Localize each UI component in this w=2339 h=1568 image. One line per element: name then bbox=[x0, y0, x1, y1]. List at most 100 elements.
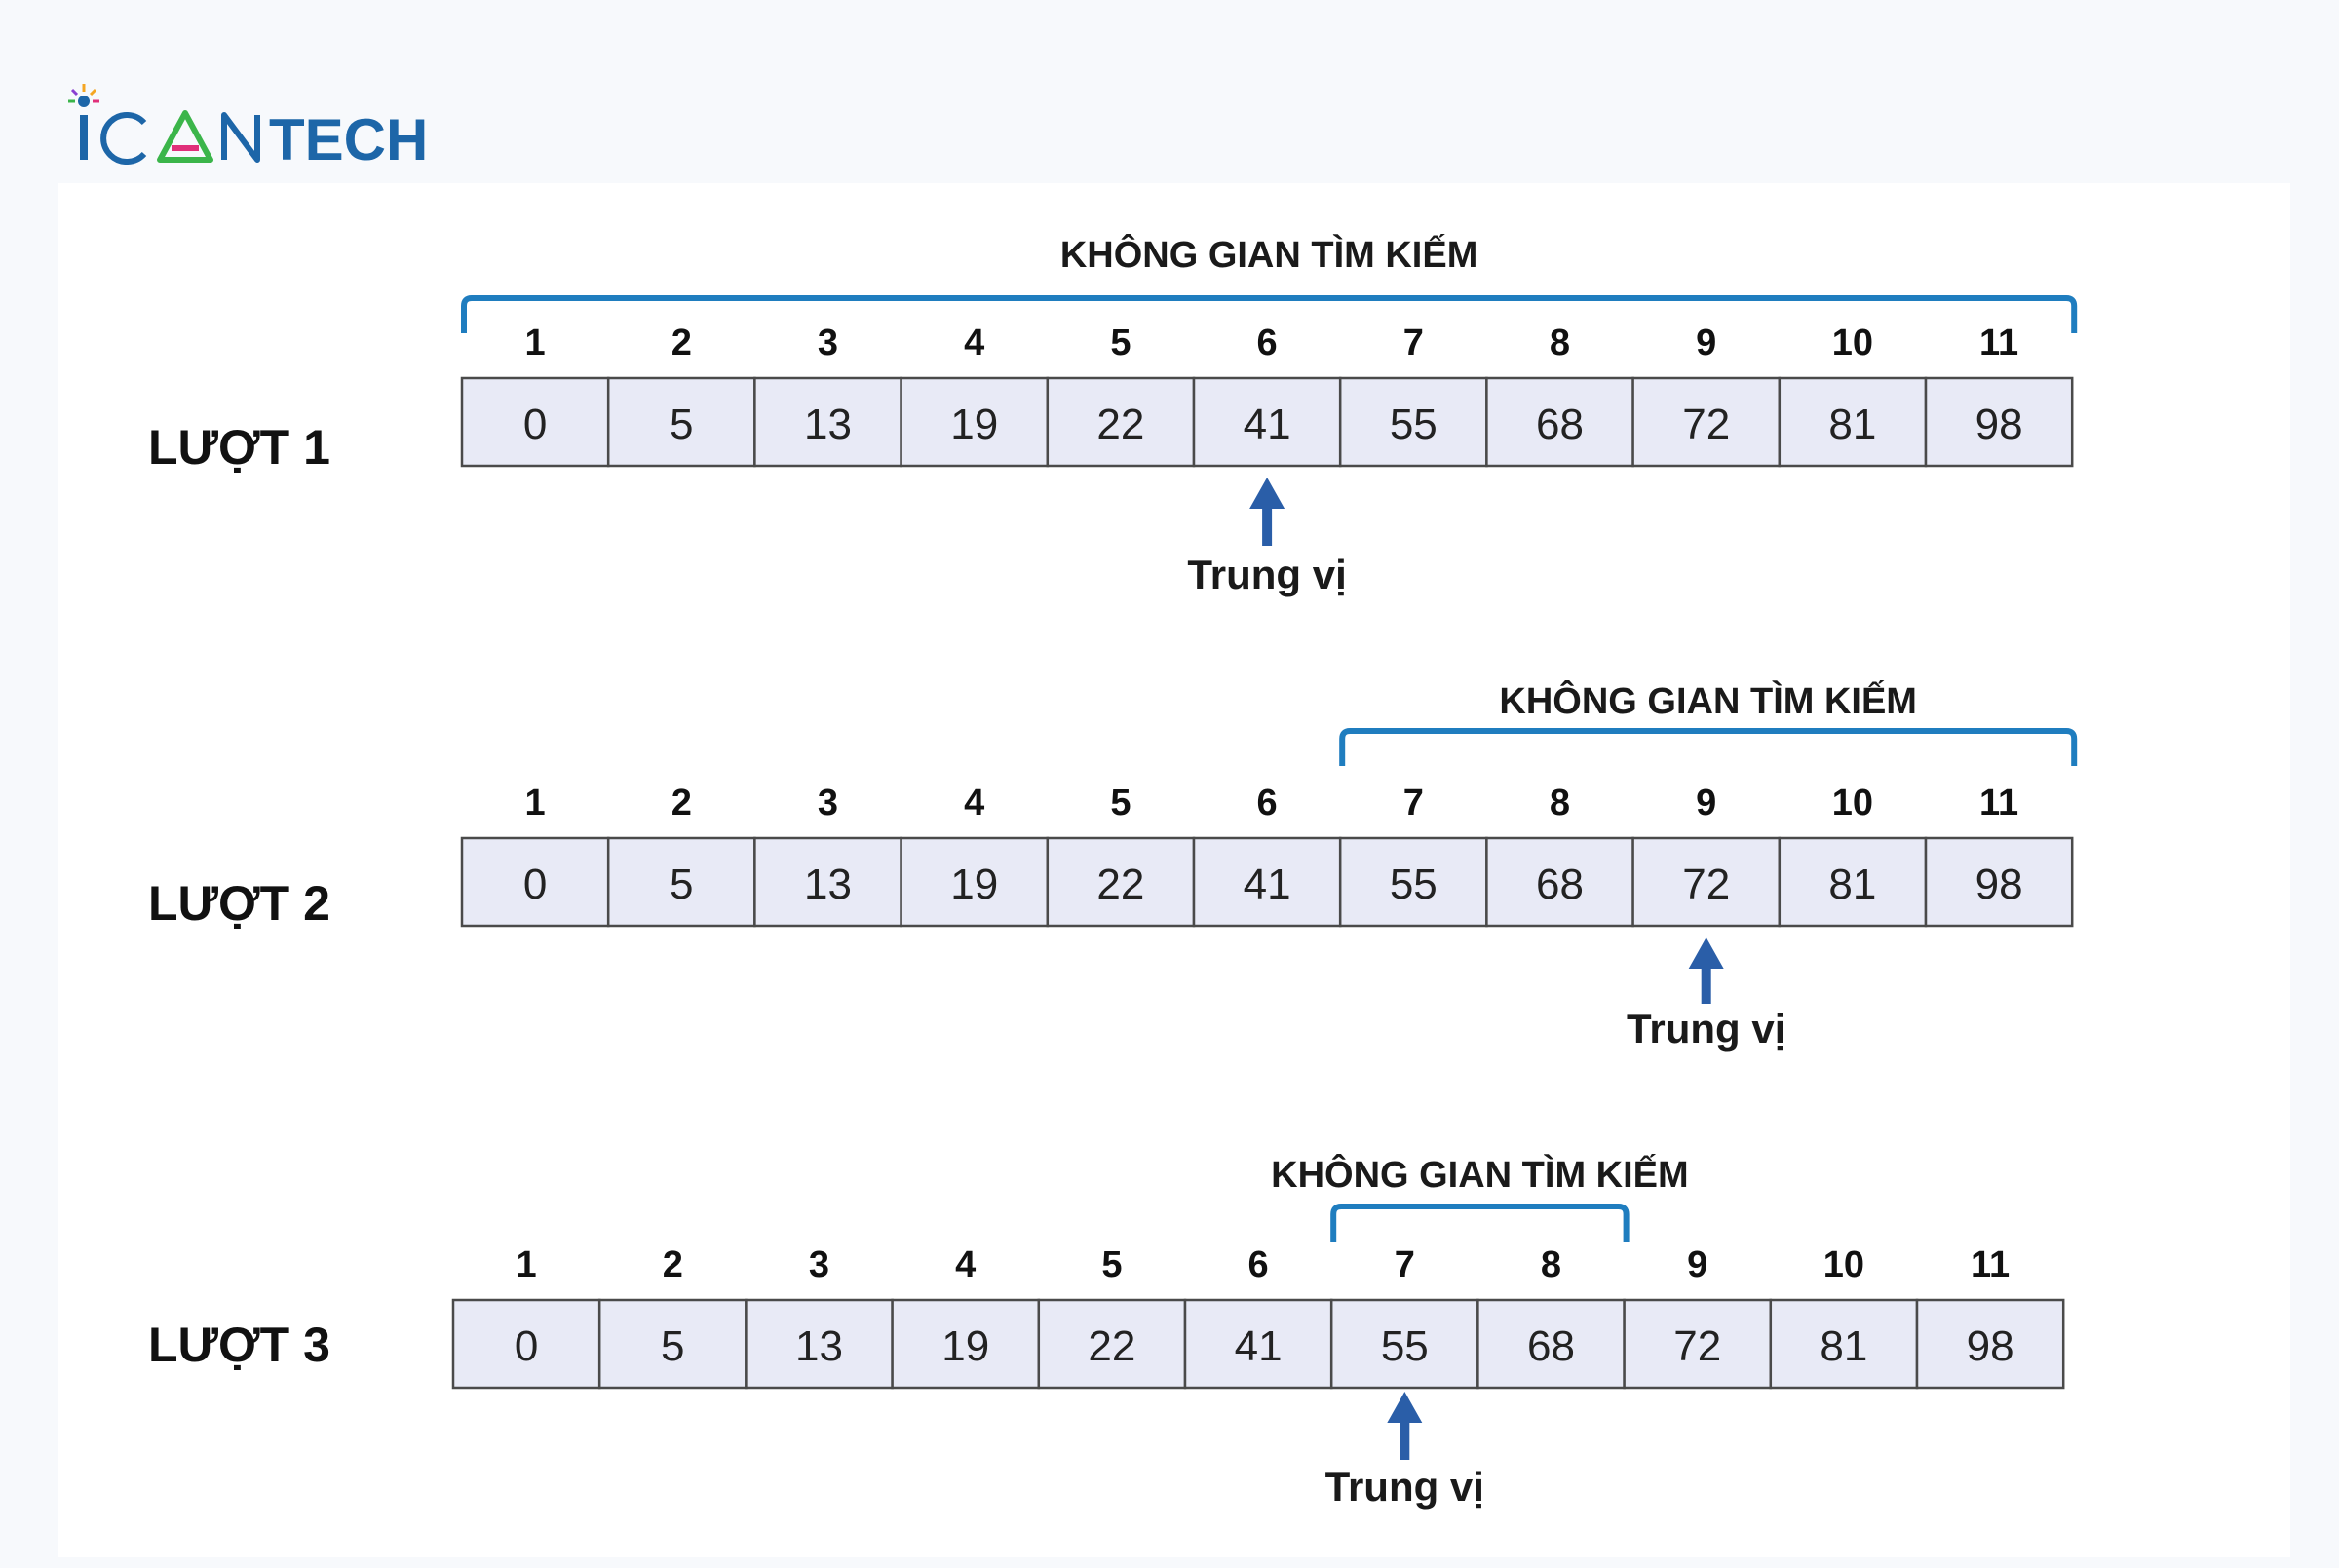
index-label: 2 bbox=[671, 783, 692, 823]
array-cell bbox=[1338, 836, 1488, 928]
index-label: 9 bbox=[1696, 323, 1716, 363]
index-label: 9 bbox=[1687, 1244, 1707, 1285]
array-value: 0 bbox=[523, 860, 547, 908]
array-cell bbox=[1924, 836, 2074, 928]
array-value: 19 bbox=[950, 401, 998, 448]
array-cell bbox=[1338, 376, 1488, 468]
pass-label-3: LƯỢT 3 bbox=[148, 1318, 330, 1372]
index-label: 10 bbox=[1832, 783, 1873, 823]
index-label: 8 bbox=[1550, 783, 1570, 823]
index-label: 1 bbox=[517, 1244, 537, 1285]
logo-c bbox=[100, 112, 147, 165]
array-value: 5 bbox=[670, 401, 693, 448]
index-label: 9 bbox=[1696, 783, 1716, 823]
array-value: 81 bbox=[1828, 401, 1876, 448]
array-value: 5 bbox=[661, 1322, 684, 1370]
array-value: 72 bbox=[1673, 1322, 1721, 1370]
array-cell bbox=[1476, 1298, 1626, 1390]
array-cell bbox=[1631, 836, 1782, 928]
array-cell bbox=[900, 836, 1050, 928]
index-label: 10 bbox=[1823, 1244, 1864, 1285]
array-value: 55 bbox=[1390, 860, 1438, 908]
array-value: 19 bbox=[941, 1322, 989, 1370]
array-value: 72 bbox=[1682, 401, 1730, 448]
search-space-label: KHÔNG GIAN TÌM KIẾM bbox=[1271, 1152, 1689, 1196]
index-label: 3 bbox=[818, 323, 838, 363]
array-cell bbox=[891, 1298, 1041, 1390]
array-cell bbox=[460, 376, 610, 468]
index-label: 6 bbox=[1257, 783, 1278, 823]
array-value: 68 bbox=[1527, 1322, 1575, 1370]
median-arrow-shaft bbox=[1701, 965, 1711, 1004]
median-label: Trung vị bbox=[1187, 552, 1346, 597]
index-label: 8 bbox=[1550, 323, 1570, 363]
array-cell bbox=[606, 376, 756, 468]
index-label: 11 bbox=[1979, 783, 2018, 823]
array-cell bbox=[1183, 1298, 1333, 1390]
array-value: 0 bbox=[515, 1322, 538, 1370]
array-value: 13 bbox=[795, 1322, 843, 1370]
array-cell bbox=[451, 1298, 601, 1390]
index-label: 3 bbox=[818, 783, 838, 823]
array-cell bbox=[597, 1298, 748, 1390]
index-label: 7 bbox=[1395, 1244, 1415, 1285]
array-value: 81 bbox=[1820, 1322, 1867, 1370]
logo-i-stem bbox=[80, 115, 88, 160]
array-value: 22 bbox=[1088, 1322, 1135, 1370]
array-cell bbox=[753, 376, 902, 468]
index-label: 11 bbox=[1979, 323, 2018, 363]
index-label: 3 bbox=[809, 1244, 829, 1285]
index-label: 5 bbox=[1110, 323, 1131, 363]
index-label: 4 bbox=[964, 783, 984, 823]
array-value: 22 bbox=[1096, 401, 1144, 448]
pass-label-2: LƯỢT 2 bbox=[148, 876, 330, 931]
array-value: 19 bbox=[950, 860, 998, 908]
logo-sparkle-icon bbox=[68, 84, 99, 107]
index-label: 2 bbox=[671, 323, 692, 363]
array-value: 98 bbox=[1967, 1322, 2014, 1370]
index-label: 7 bbox=[1403, 783, 1424, 823]
pass-label-1: LƯỢT 1 bbox=[148, 420, 330, 475]
search-space-bracket bbox=[461, 295, 2078, 333]
median-label: Trung vị bbox=[1325, 1464, 1484, 1510]
median-label: Trung vị bbox=[1627, 1006, 1785, 1052]
index-label: 5 bbox=[1101, 1244, 1122, 1285]
index-label: 11 bbox=[1971, 1244, 2010, 1285]
logo-n bbox=[221, 112, 260, 163]
index-label: 1 bbox=[525, 783, 546, 823]
array-cell bbox=[1046, 836, 1196, 928]
array-value: 13 bbox=[804, 860, 852, 908]
array-cell bbox=[745, 1298, 894, 1390]
index-label: 2 bbox=[663, 1244, 683, 1285]
array-cell bbox=[1769, 1298, 1919, 1390]
search-space-bracket bbox=[1339, 728, 2078, 766]
median-arrow-icon bbox=[1688, 937, 1724, 969]
array-cell bbox=[1192, 836, 1342, 928]
array-value: 0 bbox=[523, 401, 547, 448]
search-space-label: KHÔNG GIAN TÌM KIẾM bbox=[1499, 678, 1917, 722]
index-label: 10 bbox=[1832, 323, 1873, 363]
array-cell bbox=[1485, 836, 1634, 928]
logo-a-triangle bbox=[157, 110, 213, 163]
array-value: 5 bbox=[670, 860, 693, 908]
array-value: 41 bbox=[1244, 860, 1291, 908]
array-cell bbox=[1329, 1298, 1479, 1390]
array-value: 68 bbox=[1536, 860, 1584, 908]
index-label: 6 bbox=[1257, 323, 1278, 363]
array-value: 41 bbox=[1244, 401, 1291, 448]
search-space-label: KHÔNG GIAN TÌM KIẾM bbox=[1060, 232, 1478, 276]
array-cell bbox=[1924, 376, 2074, 468]
index-label: 4 bbox=[955, 1244, 976, 1285]
array-value: 81 bbox=[1828, 860, 1876, 908]
array-cell bbox=[1915, 1298, 2065, 1390]
index-label: 6 bbox=[1248, 1244, 1269, 1285]
array-value: 98 bbox=[1975, 401, 2023, 448]
array-value: 68 bbox=[1536, 401, 1584, 448]
median-arrow-shaft bbox=[1262, 505, 1273, 546]
array-cell bbox=[1037, 1298, 1187, 1390]
array-value: 98 bbox=[1975, 860, 2023, 908]
logo-graphic: TECH bbox=[68, 84, 428, 172]
array-cell bbox=[606, 836, 756, 928]
